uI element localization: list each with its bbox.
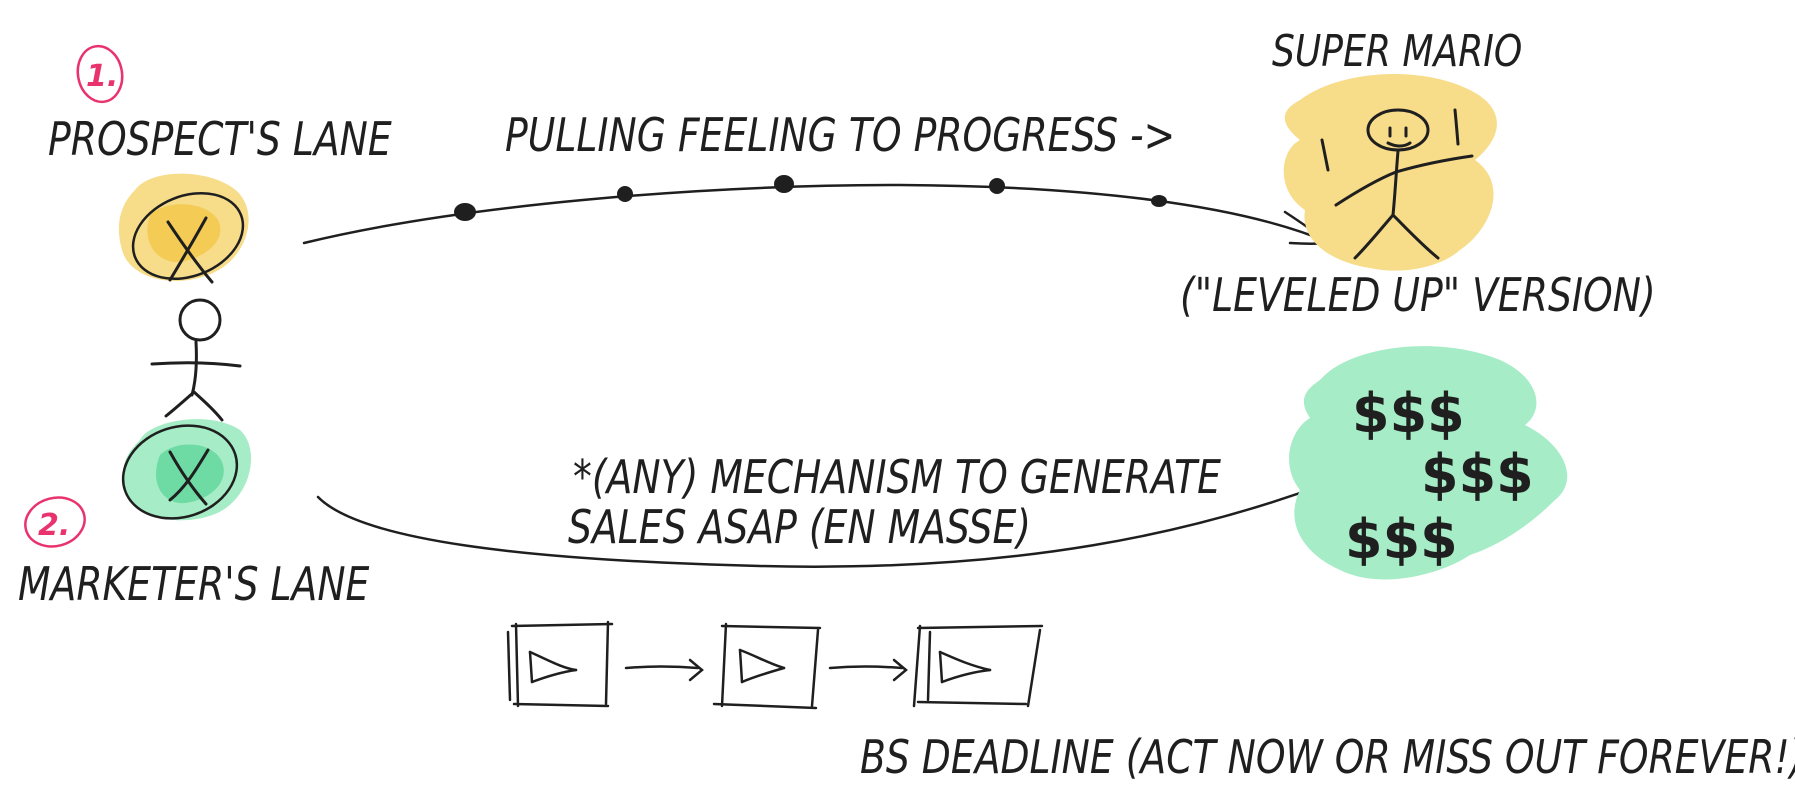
money-target: $$$ $$$ $$$ bbox=[1289, 346, 1568, 580]
money-row-2: $$$ bbox=[1421, 443, 1534, 506]
person-stick-figure-icon bbox=[150, 298, 242, 422]
video-box-2 bbox=[712, 622, 822, 710]
prospect-lane-label: PROSPECT'S LANE bbox=[48, 112, 392, 166]
money-row-1: $$$ bbox=[1352, 382, 1465, 445]
deadline-label: BS DEADLINE (ACT NOW OR MISS OUT FOREVER… bbox=[860, 730, 1795, 784]
marketer-lane-label: MARKETER'S LANE bbox=[18, 557, 370, 611]
sequence-arrow-2 bbox=[828, 665, 904, 670]
money-row-3: $$$ bbox=[1345, 508, 1458, 571]
super-mario-title: SUPER MARIO bbox=[1272, 26, 1523, 77]
progress-flow-label: PULLING FEELING TO PROGRESS -> bbox=[505, 108, 1176, 162]
lane2-number: 2. bbox=[38, 508, 70, 543]
sales-mechanism-label-line1: *(ANY) MECHANISM TO GENERATE bbox=[573, 450, 1222, 504]
progress-dots bbox=[454, 175, 1167, 221]
marketer-x-marker bbox=[121, 419, 252, 521]
deadline-sequence bbox=[506, 620, 1044, 710]
super-mario-figure-icon bbox=[1283, 73, 1497, 271]
lane1-number-marker: 1. bbox=[76, 44, 124, 104]
super-mario-subtitle: ("LEVELED UP" VERSION) bbox=[1180, 268, 1656, 322]
lane1-number: 1. bbox=[86, 59, 118, 94]
video-box-3 bbox=[912, 624, 1044, 708]
sales-mechanism-label-line2: SALES ASAP (EN MASSE) bbox=[568, 500, 1032, 554]
prospect-x-marker bbox=[118, 173, 249, 284]
video-box-1 bbox=[506, 620, 614, 708]
sequence-arrow-1 bbox=[624, 665, 700, 670]
lane2-number-marker: 2. bbox=[24, 496, 86, 548]
